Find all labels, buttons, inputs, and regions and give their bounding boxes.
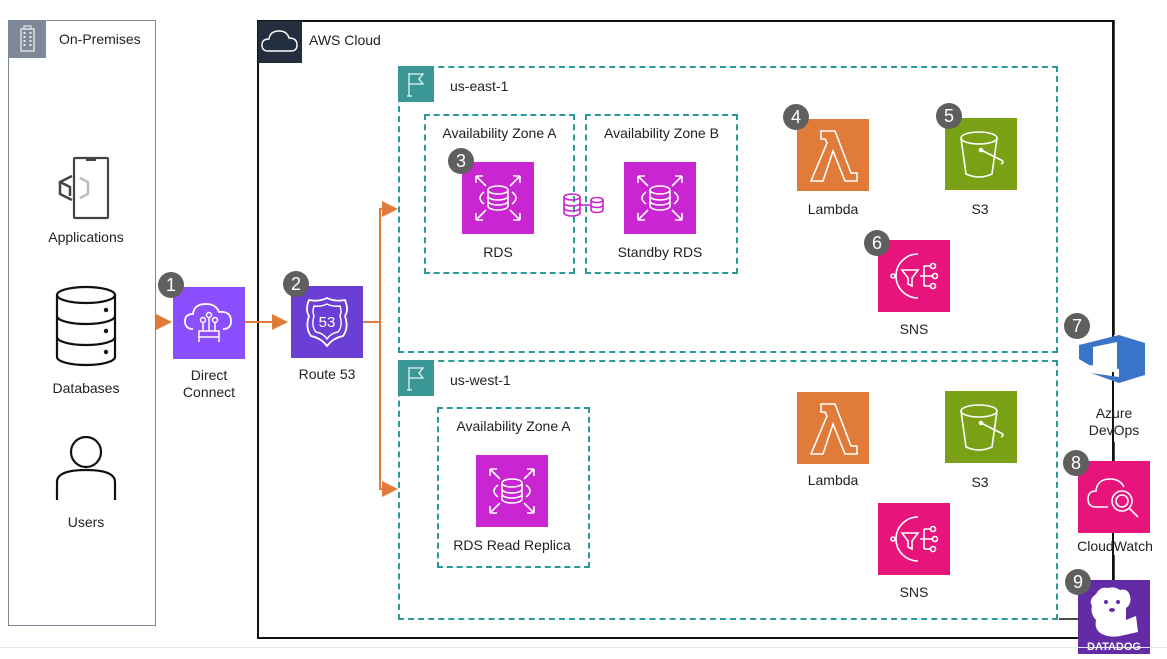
standby-rds-label: Standby RDS [617, 244, 703, 260]
databases-label: Databases [52, 380, 120, 396]
applications-icon [56, 156, 112, 220]
on-premises-title: On-Premises [59, 31, 141, 47]
step-badge-8: 8 [1063, 450, 1089, 476]
flag-icon [398, 360, 434, 396]
azure-devops-service[interactable] [1077, 333, 1149, 385]
west-az-a: Availability Zone A [437, 407, 590, 568]
step-badge-6: 6 [864, 230, 890, 256]
sns-west-service[interactable] [878, 503, 950, 575]
us-east-1-region: us-east-1 [398, 66, 1058, 353]
s3-east-label: S3 [971, 201, 989, 217]
lambda-west-label: Lambda [807, 472, 859, 488]
step-badge-7: 7 [1064, 313, 1090, 339]
east-az-b-title: Availability Zone B [604, 125, 719, 141]
s3-west-service[interactable] [945, 391, 1017, 463]
step-badge-2: 2 [283, 271, 309, 297]
direct-connect-label: Direct Connect [159, 367, 259, 401]
aws-cloud-group: AWS Cloud [257, 20, 1114, 639]
route53-service[interactable]: 53 [291, 286, 363, 358]
rds-label: RDS [483, 244, 513, 260]
s3-west-label: S3 [971, 474, 989, 490]
us-west-1-region: us-west-1 [398, 360, 1058, 620]
direct-connect-label-line2: Connect [182, 384, 236, 400]
step-badge-1: 1 [158, 272, 184, 298]
users-label: Users [67, 514, 105, 530]
rds-read-replica-label: RDS Read Replica [453, 537, 571, 553]
azure-devops-label-line2: DevOps [1088, 422, 1140, 438]
sns-west-label: SNS [899, 584, 929, 600]
cloud-icon [258, 21, 302, 63]
azure-devops-label-line1: Azure [1095, 405, 1133, 421]
user-icon [54, 435, 118, 502]
bottom-divider [0, 647, 1167, 648]
step-badge-9: 9 [1065, 569, 1091, 595]
rds-read-replica-service[interactable] [476, 455, 548, 527]
sns-east-service[interactable] [878, 240, 950, 312]
sns-east-label: SNS [899, 321, 929, 337]
lambda-east-label: Lambda [807, 201, 859, 217]
route53-label: Route 53 [298, 366, 356, 382]
step-badge-4: 4 [783, 104, 809, 130]
us-west-1-title: us-west-1 [450, 372, 511, 388]
lambda-west-service[interactable] [797, 392, 869, 464]
step-badge-5: 5 [936, 103, 962, 129]
datadog-service[interactable]: DATADOG [1078, 580, 1150, 654]
standby-rds-service[interactable] [624, 162, 696, 234]
east-az-b: Availability Zone B [585, 114, 738, 274]
cloudwatch-service[interactable] [1078, 461, 1150, 533]
direct-connect-service[interactable] [173, 287, 245, 359]
database-icon [54, 285, 118, 367]
s3-east-service[interactable] [945, 118, 1017, 190]
east-az-a-title: Availability Zone A [442, 125, 557, 141]
on-premises-group: On-Premises [8, 20, 156, 626]
cloudwatch-label: CloudWatch [1077, 538, 1153, 554]
applications-label: Applications [48, 229, 124, 245]
flag-icon [398, 66, 434, 102]
rds-service[interactable] [462, 162, 534, 234]
azure-devops-label: Azure DevOps [1064, 405, 1164, 439]
direct-connect-label-line1: Direct [190, 367, 228, 383]
step-badge-3: 3 [448, 148, 474, 174]
building-icon [9, 21, 46, 58]
lambda-east-service[interactable] [797, 119, 869, 191]
west-az-a-title: Availability Zone A [456, 418, 571, 434]
aws-cloud-title: AWS Cloud [309, 32, 381, 48]
svg-text:53: 53 [319, 314, 336, 331]
us-east-1-title: us-east-1 [450, 78, 509, 94]
